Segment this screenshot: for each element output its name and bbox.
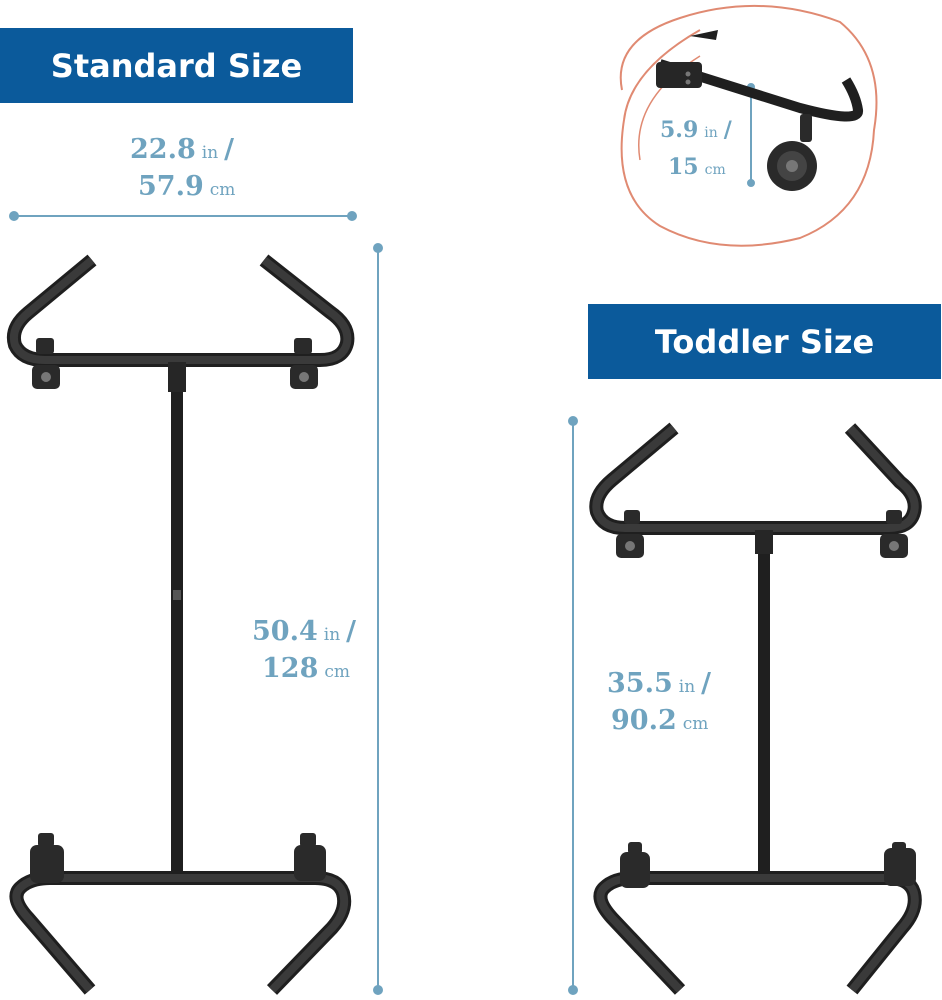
- width-inches-value: 22.8: [130, 134, 196, 165]
- toddler-height-slash: /: [701, 668, 712, 699]
- caster-detail: [619, 4, 878, 247]
- caster-height-cm-unit: cm: [704, 162, 726, 178]
- toddler-height-cm-value: 90.2: [611, 705, 677, 736]
- standard-casters: [30, 338, 326, 883]
- standard-height-inches-unit: in: [323, 625, 341, 645]
- standard-height-measure-line: [373, 243, 383, 995]
- toddler-frame: [589, 422, 922, 995]
- standard-height-cm-value: 128: [262, 653, 319, 684]
- standard-height-cm-unit: cm: [324, 662, 351, 682]
- toddler-height-inches-unit: in: [678, 677, 696, 697]
- toddler-height-cm-unit: cm: [682, 714, 709, 734]
- caster-height-inches-value: 5.9: [660, 117, 699, 143]
- caster-height-slash: /: [723, 117, 732, 143]
- toddler-size-label: Toddler Size: [654, 322, 875, 361]
- width-inches-unit: in: [201, 143, 219, 163]
- standard-frame: [6, 254, 355, 995]
- toddler-height-inches-value: 35.5: [607, 668, 673, 699]
- width-measure-line: [9, 211, 357, 221]
- toddler-size-banner: Toddler Size: [588, 304, 941, 379]
- width-cm-value: 57.9: [138, 171, 204, 202]
- caster-height-dimension-label: 5.9 in / 15 cm: [660, 113, 732, 187]
- caster-height-measure-line: [747, 83, 755, 187]
- toddler-height-measure-line: [568, 416, 578, 995]
- caster-height-cm-value: 15: [668, 154, 699, 180]
- standard-height-slash: /: [346, 616, 357, 647]
- caster-height-inches-unit: in: [704, 125, 718, 141]
- standard-size-banner: Standard Size: [0, 28, 353, 103]
- standard-size-label: Standard Size: [50, 46, 303, 85]
- toddler-casters: [616, 510, 916, 888]
- width-cm-unit: cm: [209, 180, 236, 200]
- standard-height-inches-value: 50.4: [252, 616, 318, 647]
- width-slash: /: [224, 134, 235, 165]
